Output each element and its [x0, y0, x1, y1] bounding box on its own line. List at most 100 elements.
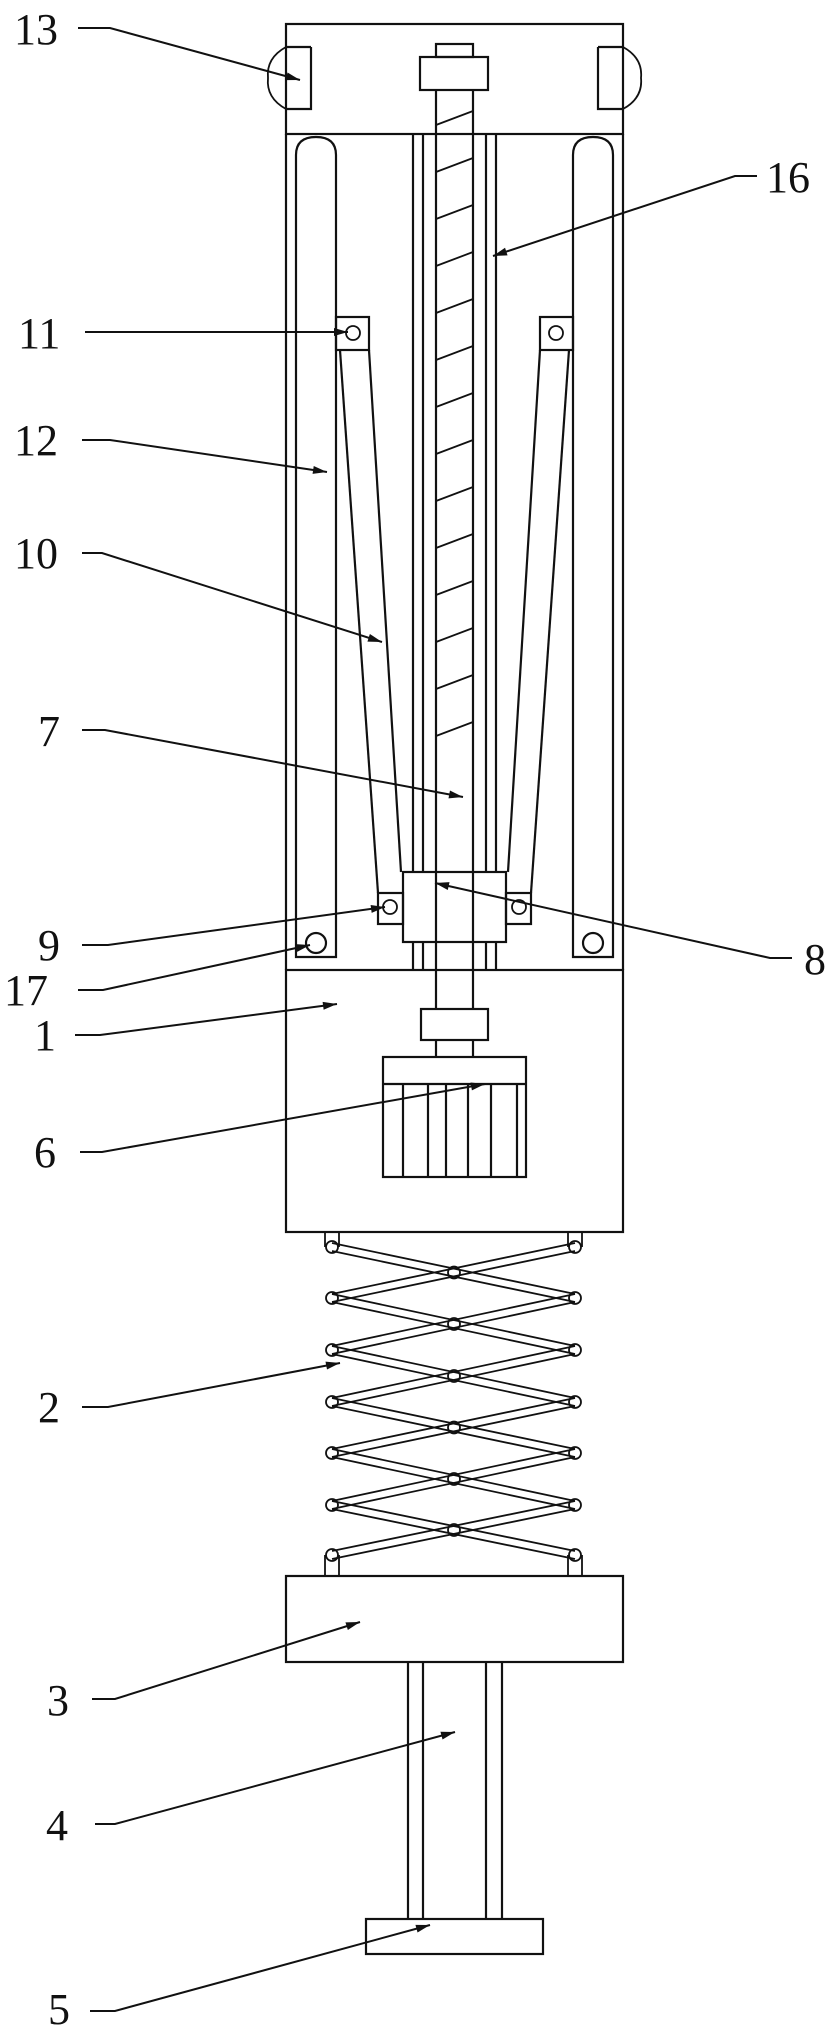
leader-12	[82, 439, 328, 473]
arrowhead	[285, 72, 300, 81]
arrowhead	[322, 1001, 337, 1010]
arrowhead	[415, 1924, 430, 1933]
lead-screw	[434, 90, 475, 1009]
arrowhead	[325, 1361, 340, 1370]
guide-rails	[411, 134, 498, 970]
scissor-link	[331, 1405, 576, 1458]
slide-slot-right	[571, 135, 615, 959]
bushing-right	[581, 931, 605, 955]
scissor-outer-pivot	[568, 1343, 582, 1357]
screw-top-bearing	[418, 42, 490, 92]
label-16: 16	[766, 153, 810, 202]
arrowhead	[312, 466, 327, 474]
scissor-center-pivot	[447, 1420, 461, 1435]
scissor-center-pivot	[447, 1317, 461, 1331]
base-foot	[364, 1917, 545, 1956]
motor	[381, 1055, 528, 1179]
leader-4	[95, 1731, 456, 1825]
screw-thread	[435, 204, 474, 220]
leader-3	[92, 1621, 361, 1700]
screw-thread	[435, 345, 474, 361]
leader-5	[90, 1924, 431, 2012]
leader-1	[75, 1003, 338, 1036]
screw-thread	[435, 439, 474, 455]
clamp-right	[596, 45, 643, 111]
leader-8	[434, 882, 792, 959]
screw-thread	[435, 392, 474, 408]
screw-thread	[435, 580, 474, 596]
pivot-block-upper-right	[538, 315, 575, 352]
arrowhead	[334, 328, 348, 336]
screw-thread	[435, 674, 474, 690]
scissor-link	[331, 1242, 576, 1295]
scissor-outer-pivot	[568, 1291, 582, 1305]
scissor-center-pivot	[447, 1472, 461, 1486]
label-5: 5	[48, 1985, 70, 2034]
clamp-left	[266, 45, 313, 111]
leader-7	[82, 729, 464, 798]
scissor-outer-pivot	[325, 1291, 339, 1305]
scissor-link	[331, 1293, 576, 1347]
scissor-outer-pivot	[568, 1240, 582, 1254]
leader-17	[78, 944, 311, 991]
label-6: 6	[34, 1128, 56, 1177]
screw-thread	[435, 486, 474, 502]
leader-16	[492, 175, 757, 257]
arrowhead	[370, 904, 385, 913]
housing	[284, 968, 625, 1234]
bushing-left	[304, 931, 328, 955]
arrowhead	[435, 882, 450, 890]
screw-thread	[435, 157, 474, 173]
arrowhead	[295, 944, 310, 952]
scissor-outer-pivot	[325, 1395, 339, 1409]
scissor-link	[331, 1456, 576, 1510]
scissor-center-pivot	[447, 1265, 461, 1280]
slide-slot-left	[294, 135, 338, 959]
label-17: 17	[4, 966, 48, 1015]
scissor-center-pivot	[447, 1523, 461, 1537]
scissor-outer-pivot	[325, 1548, 339, 1562]
coupling	[419, 1007, 490, 1042]
arrowhead	[367, 633, 382, 642]
scissor-outer-pivot	[568, 1446, 582, 1460]
label-9: 9	[38, 921, 60, 970]
scissor-outer-pivot	[325, 1498, 339, 1512]
scissor-link	[331, 1508, 576, 1560]
label-4: 4	[46, 1801, 68, 1850]
scissor-link	[331, 1345, 576, 1399]
scissor-outer-pivot	[568, 1498, 582, 1512]
arrowhead	[470, 1082, 485, 1091]
scissor-link	[331, 1448, 576, 1502]
arrowhead	[345, 1622, 360, 1631]
scissor-outer-pivot	[325, 1240, 339, 1254]
arrowhead	[448, 790, 463, 799]
arrowhead	[440, 1731, 455, 1740]
scissor-center-pivot	[447, 1369, 461, 1383]
nut-block	[401, 870, 508, 944]
pivot-block-lower-left	[376, 891, 405, 926]
connecting-rod-left	[338, 349, 403, 894]
support-column	[406, 1662, 504, 1919]
leader-6	[80, 1083, 486, 1153]
label-13: 13	[14, 5, 58, 54]
screw-thread	[435, 533, 474, 549]
screw-thread	[435, 251, 474, 267]
screw-thread	[435, 627, 474, 643]
scissor-outer-pivot	[568, 1395, 582, 1409]
scissor-link	[331, 1397, 576, 1450]
leader-9	[82, 906, 386, 946]
scissor-link	[331, 1250, 576, 1303]
screw-thread	[435, 110, 474, 126]
scissor-link	[331, 1500, 576, 1552]
pivot-block-lower-right	[504, 891, 533, 926]
scissor-outer-pivot	[325, 1343, 339, 1357]
label-8: 8	[804, 935, 826, 984]
screw-thread	[435, 298, 474, 314]
leader-lines	[75, 27, 792, 2012]
label-12: 12	[14, 416, 58, 465]
leader-10	[82, 552, 383, 643]
label-11: 11	[18, 309, 60, 358]
scissor-outer-pivot	[325, 1446, 339, 1460]
scissor-link	[331, 1301, 576, 1355]
